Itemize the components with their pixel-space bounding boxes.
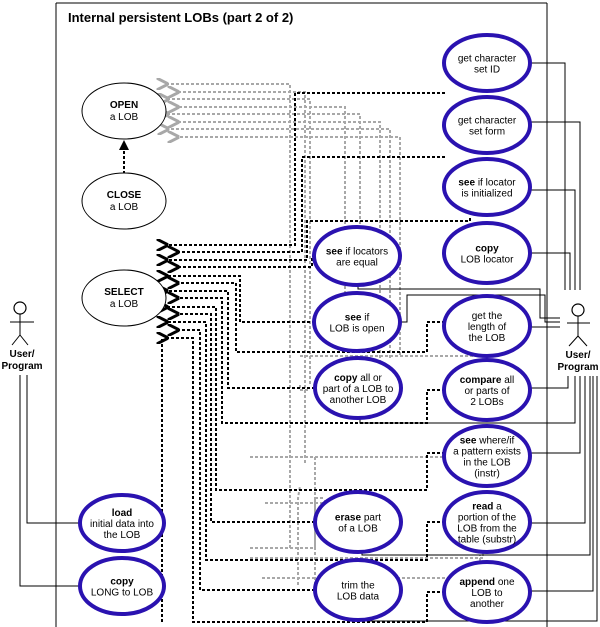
- use-case-label-line: LOB from the: [457, 524, 517, 535]
- use-case-label-line: is initialized: [461, 189, 512, 200]
- use-case-label-line: get character: [458, 116, 517, 127]
- use-case-label-line: copy all or: [334, 373, 382, 384]
- black-dependencies-to-select: [162, 92, 471, 623]
- use-case-label-line: of a LOB: [338, 524, 378, 535]
- svg-text:User/: User/: [9, 349, 34, 360]
- stick-figure-icon: [567, 303, 590, 347]
- use-case-ellipse: [313, 558, 403, 622]
- use-case-select[interactable]: SELECT a LOB: [81, 269, 167, 327]
- use-case-label-line: read a: [472, 502, 502, 513]
- use-case-label-line: or parts of: [464, 386, 509, 397]
- use-case-label-line: see if: [345, 313, 370, 324]
- use-case-label-line: portion of the: [458, 513, 517, 524]
- use-case-label-line: get the: [472, 311, 503, 322]
- svg-text:CLOSE: CLOSE: [107, 190, 142, 201]
- use-case-ellipse: [313, 356, 403, 420]
- actor-left[interactable]: User/ Program: [1, 301, 43, 372]
- use-case-label-line: LONG to LOB: [91, 588, 154, 599]
- use-case-ellipse: [442, 221, 532, 285]
- svg-text:a LOB: a LOB: [110, 112, 139, 123]
- use-case-label-line: copy: [475, 244, 499, 255]
- use-case-ellipse: [312, 225, 402, 287]
- use-case-label-line: append one: [459, 577, 514, 588]
- use-case-ellipse: [442, 157, 532, 217]
- use-case-label-line: another LOB: [330, 395, 387, 406]
- use-case-label-line: see where/if: [460, 436, 515, 447]
- use-case-ellipse: [312, 291, 402, 353]
- use-case-ellipse: [442, 33, 532, 93]
- use-case-ellipse: [442, 95, 532, 155]
- use-case-label-line: LOB data: [337, 592, 380, 603]
- diagram-title: Internal persistent LOBs (part 2 of 2): [68, 10, 293, 25]
- use-case-label-line: LOB is open: [329, 324, 384, 335]
- use-case-label-line: erase part: [335, 513, 381, 524]
- use-case-label-line: trim the: [341, 581, 375, 592]
- use-case-label-line: see if locator: [458, 178, 516, 189]
- use-case-label-line: set form: [469, 127, 505, 138]
- use-case-label-line: are equal: [336, 258, 378, 269]
- use-case-label-line: LOB to: [471, 588, 503, 599]
- use-case-label-line: in the LOB: [463, 458, 511, 469]
- svg-text:a LOB: a LOB: [110, 202, 139, 213]
- use-case-ellipse: [442, 294, 532, 358]
- left-actor-associations: [19, 375, 80, 587]
- actor-right[interactable]: User/ Program: [557, 303, 599, 373]
- use-case-label-line: get character: [458, 54, 517, 65]
- use-case-ellipse: [442, 560, 532, 624]
- use-case-label-line: compare all: [460, 375, 514, 386]
- svg-text:OPEN: OPEN: [110, 100, 138, 111]
- use-case-label-line: see if locators: [326, 247, 388, 258]
- use-case-open[interactable]: OPEN a LOB: [81, 82, 167, 140]
- use-case-label-line: (instr): [474, 469, 500, 480]
- use-case-label-line: the LOB: [104, 530, 141, 541]
- use-case-label-line: copy: [110, 577, 134, 588]
- use-case-ellipse: [442, 424, 532, 488]
- svg-text:Program: Program: [1, 361, 42, 372]
- use-case-label-line: load: [112, 508, 133, 519]
- use-case-close[interactable]: CLOSE a LOB: [81, 172, 167, 230]
- use-case-ellipse: [78, 493, 166, 553]
- svg-text:Program: Program: [557, 362, 598, 373]
- use-case-label-line: set ID: [474, 65, 500, 76]
- use-case-label-line: a pattern exists: [453, 447, 521, 458]
- use-case-label-line: part of a LOB to: [323, 384, 394, 395]
- svg-text:SELECT: SELECT: [104, 287, 143, 298]
- use-case-ellipse: [442, 490, 532, 554]
- use-case-label-line: another: [470, 599, 505, 610]
- stick-figure-icon: [10, 301, 34, 346]
- use-case-ellipse: [442, 358, 532, 422]
- use-case-ellipse: [78, 556, 166, 616]
- use-case-label-line: 2 LOBs: [470, 397, 503, 408]
- close-to-open-dependency: [119, 140, 129, 174]
- use-case-label-line: length of: [468, 322, 507, 333]
- svg-text:a LOB: a LOB: [110, 299, 139, 310]
- use-case-label-line: table (substr): [458, 535, 516, 546]
- svg-text:User/: User/: [565, 350, 590, 361]
- use-case-label-line: LOB locator: [461, 255, 514, 266]
- use-case-label-line: the LOB: [469, 333, 506, 344]
- use-case-ellipse: [313, 490, 403, 554]
- use-case-label-line: initial data into: [90, 519, 154, 530]
